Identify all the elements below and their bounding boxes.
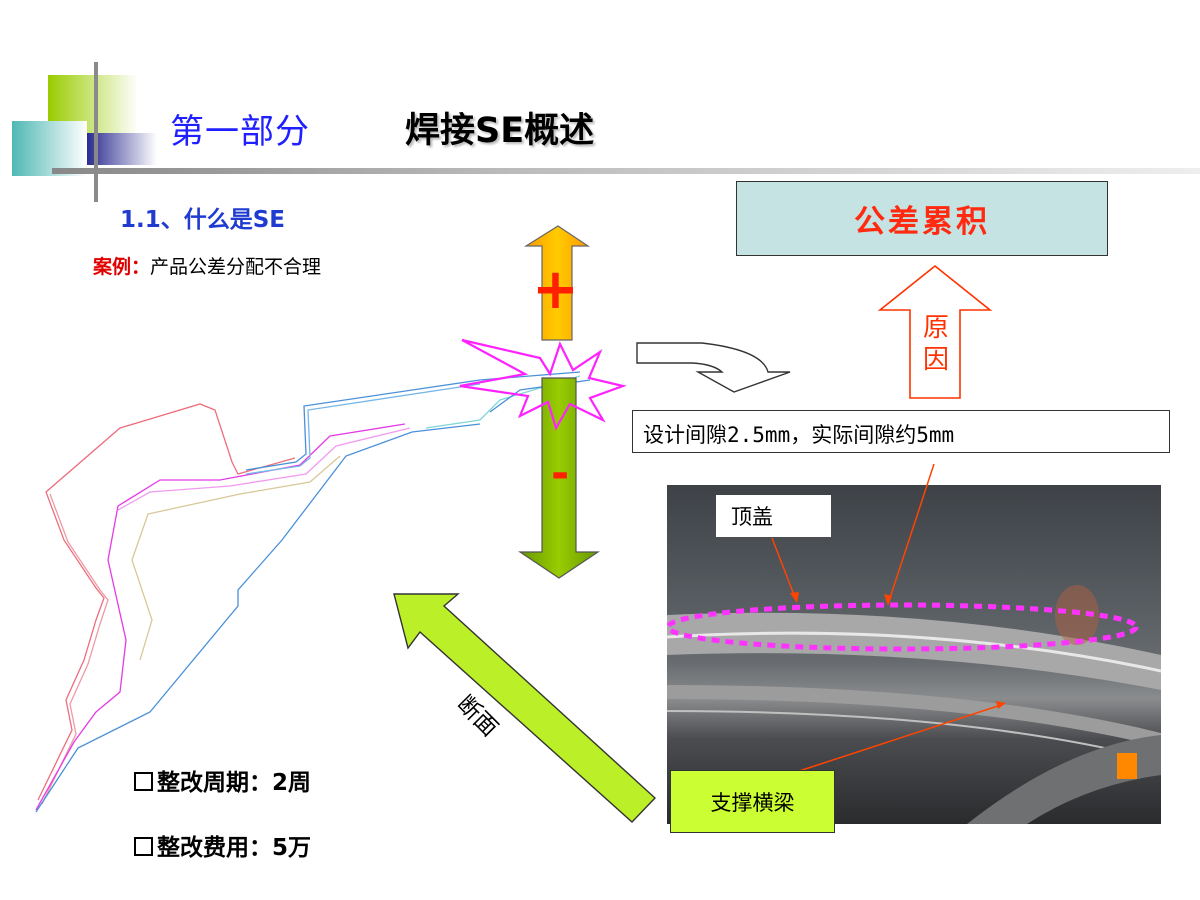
case-line: 案例：产品公差分配不合理 — [93, 252, 321, 279]
curved-pointer-arrow — [636, 342, 791, 393]
part-title: 第一部分 — [170, 112, 310, 152]
cause-label: 原 因 — [921, 312, 951, 376]
gap-description-box: 设计间隙2.5mm，实际间隙约5mm — [632, 410, 1170, 453]
header-decoration — [12, 62, 1200, 202]
cause-up-arrow — [877, 264, 993, 399]
case-label: 案例： — [93, 256, 151, 278]
collision-burst — [459, 338, 627, 431]
rectification-period: 整改周期：2周 — [134, 763, 311, 797]
rectification-cost: 整改费用：5万 — [134, 828, 311, 862]
cause-char-2: 因 — [922, 345, 949, 375]
case-text: 产品公差分配不合理 — [150, 256, 322, 278]
up-arrow-plus — [523, 225, 590, 341]
support-beam-label: 支撑横梁 — [670, 770, 835, 833]
cause-char-1: 原 — [922, 313, 949, 343]
section-arrow — [393, 593, 657, 823]
roof-label: 顶盖 — [716, 495, 831, 537]
checkbox-bullet-icon — [134, 772, 153, 791]
period-text: 整改周期：2周 — [157, 770, 312, 796]
photo-detail — [667, 585, 1161, 824]
checkbox-bullet-icon — [134, 837, 153, 856]
plus-sign: + — [532, 257, 579, 322]
cost-text: 整改费用：5万 — [157, 835, 312, 861]
tolerance-accumulation-box: 公差累积 — [736, 181, 1108, 256]
topic-title: 焊接SE概述 — [405, 111, 595, 151]
section-heading: 1.1、什么是SE — [120, 207, 286, 233]
roof-beam-photo — [667, 485, 1161, 824]
minus-sign: - — [551, 448, 570, 499]
